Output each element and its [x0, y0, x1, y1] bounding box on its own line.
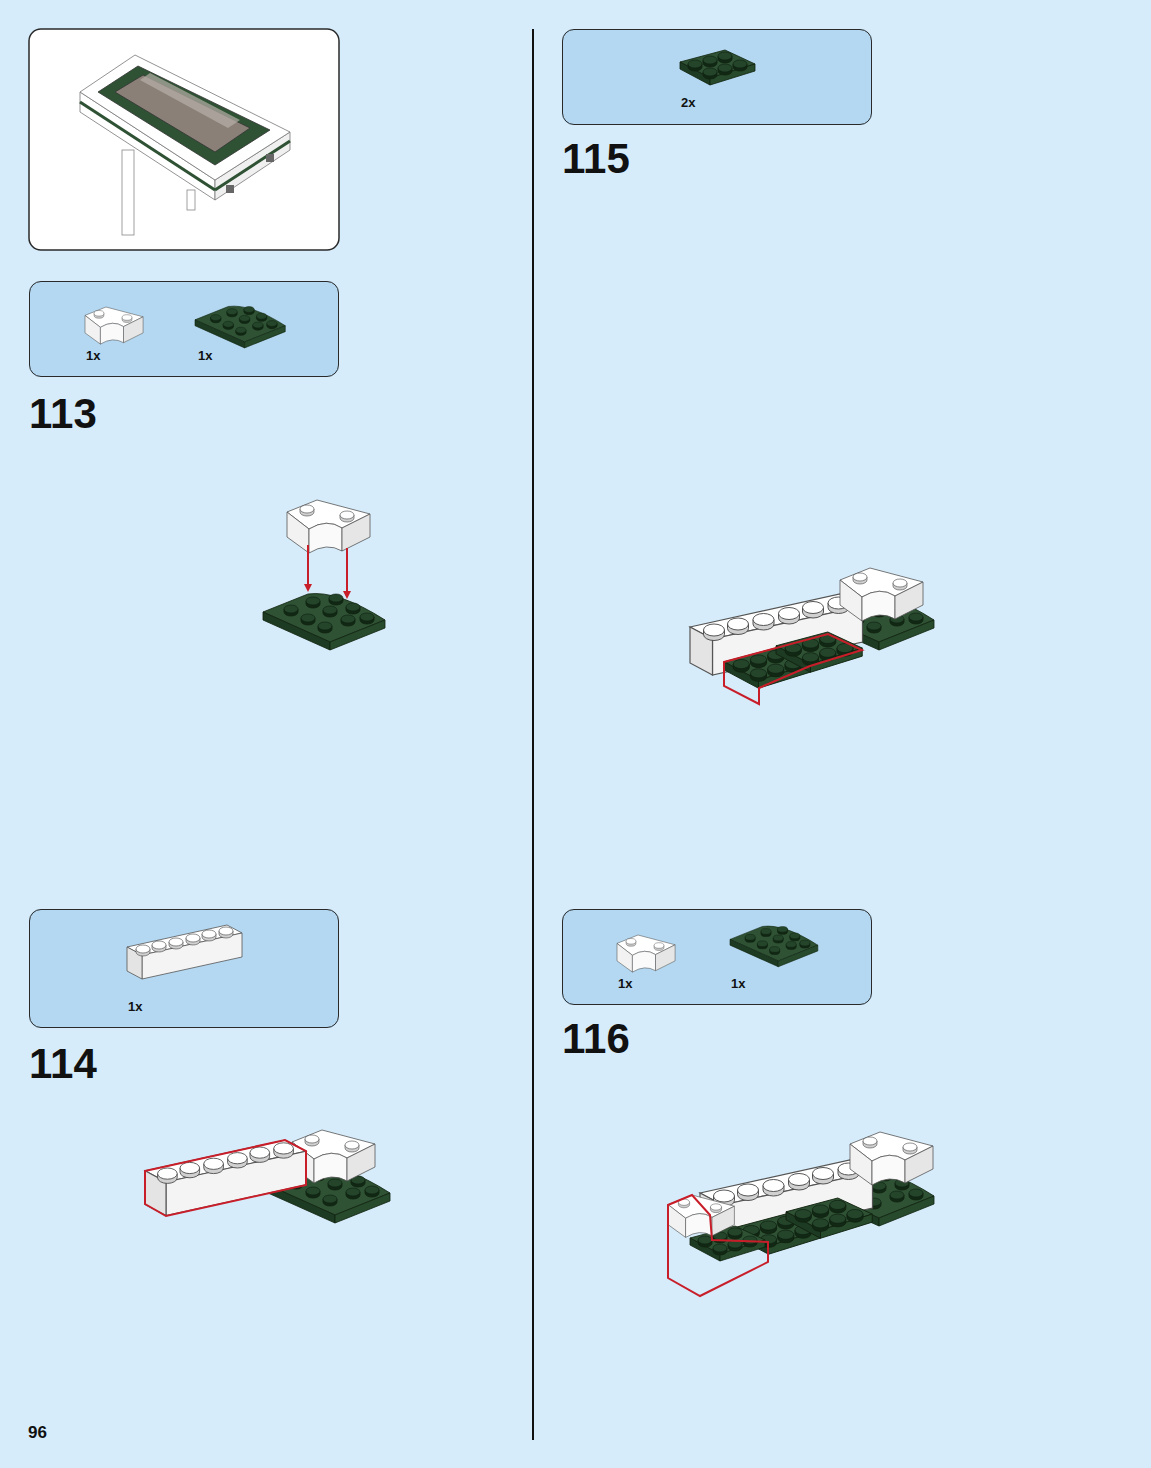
step-number: 113	[29, 393, 97, 435]
parts-panel: 1x 1x	[29, 281, 339, 377]
parts-panel: 2x	[562, 29, 872, 125]
parts-panel: 1x 1x	[562, 909, 872, 1005]
part-quantity: 1x	[731, 976, 745, 992]
step-number: 114	[29, 1043, 97, 1085]
parts-panel: 1x	[29, 909, 339, 1028]
part-quantity: 2x	[681, 95, 695, 111]
part-quantity: 1x	[128, 999, 142, 1015]
part-quantity: 1x	[618, 976, 632, 992]
part-quantity: 1x	[198, 348, 212, 364]
step-number: 116	[562, 1018, 630, 1060]
part-quantity: 1x	[86, 348, 100, 364]
page-number: 96	[28, 1424, 47, 1441]
step-number: 115	[562, 138, 630, 180]
